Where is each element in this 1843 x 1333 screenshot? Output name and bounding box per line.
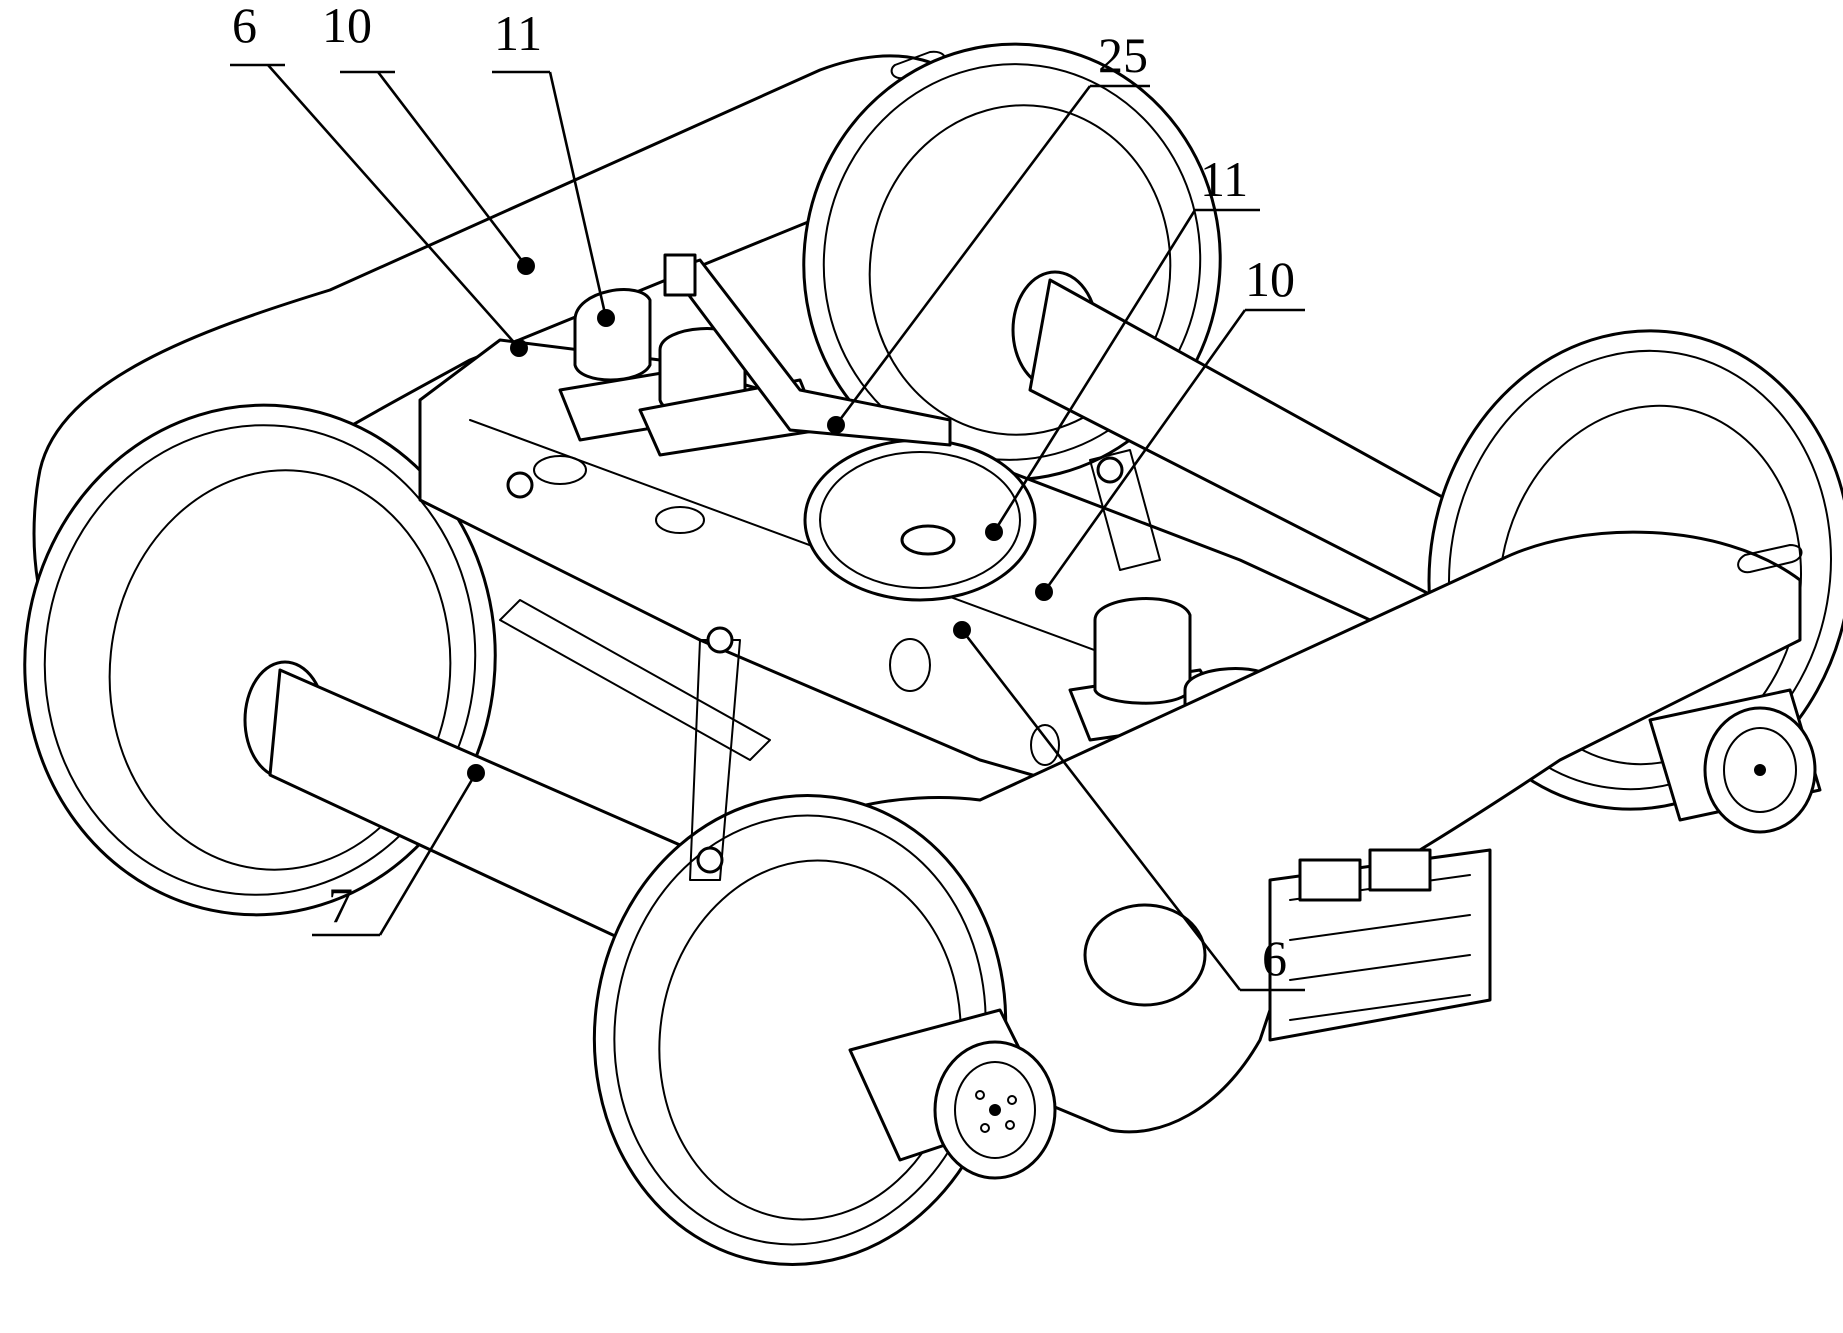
label-11-top: 11	[494, 5, 542, 61]
front-axle-box	[848, 1008, 1057, 1180]
label-7: 7	[328, 877, 353, 933]
spring-nest	[1268, 848, 1492, 1042]
label-10-right: 10	[1245, 251, 1295, 307]
brake-lever	[663, 253, 952, 447]
label-6-bottom: 6	[1262, 930, 1287, 986]
part-labels: 6 10 11 25 11 10 7 6	[232, 0, 1295, 986]
brake-links	[499, 449, 1161, 881]
front-side-frame	[758, 530, 1803, 1134]
label-11-right: 11	[1200, 151, 1248, 207]
label-6-top: 6	[232, 0, 257, 53]
label-25: 25	[1098, 27, 1148, 83]
rear-axle-box	[1648, 688, 1822, 834]
leader-lines	[230, 63, 1305, 992]
label-10-top: 10	[322, 0, 372, 53]
